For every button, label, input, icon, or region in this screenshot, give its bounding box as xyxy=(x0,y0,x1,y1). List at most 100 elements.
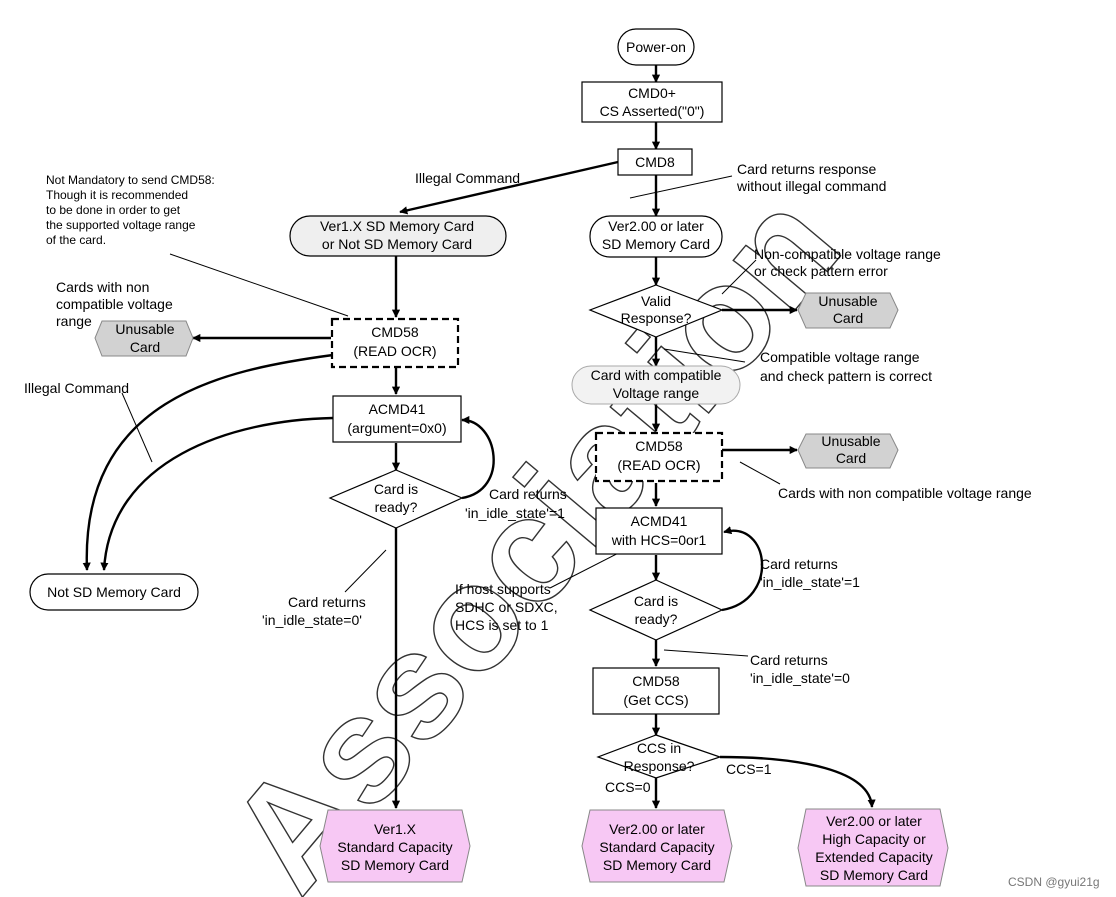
illegal-command-left-label: Illegal Command xyxy=(24,380,129,396)
ver2-sc-line-2: Standard Capacity xyxy=(599,839,714,855)
card-returns-response-line-2: without illegal command xyxy=(736,178,886,194)
ver2-sc-line-3: SD Memory Card xyxy=(603,857,711,873)
ver1x-card-line-1: Ver1.X SD Memory Card xyxy=(320,218,474,234)
idle-0-left-line-1: Card returns xyxy=(288,594,366,610)
idle-1-left-line-1: Card returns xyxy=(489,486,567,502)
ver2-hc-line-3: Extended Capacity xyxy=(815,849,933,865)
cards-non-compat-left-line-1: Cards with non xyxy=(56,279,149,295)
unusable-left-line-1: Unusable xyxy=(115,321,174,337)
idle-1-right-note: Card returns 'in_idle_state'=1 xyxy=(760,556,860,590)
valid-response-line-2: Response? xyxy=(621,310,692,326)
card-returns-response-line-1: Card returns response xyxy=(737,161,877,177)
not-mandatory-line-5: of the card. xyxy=(46,233,106,247)
cmd58-ccs-line-2: (Get CCS) xyxy=(623,692,688,708)
cmd58-right-line-2: (READ OCR) xyxy=(617,457,700,473)
cards-non-compat-left-note: Cards with non compatible voltage range xyxy=(56,279,173,329)
idle-0-right-line-2: 'in_idle_state'=0 xyxy=(750,670,850,686)
card-returns-response-note: Card returns response without illegal co… xyxy=(736,161,886,194)
idle-0-right-line-1: Card returns xyxy=(750,652,828,668)
unusable-card-2: Unusable Card xyxy=(797,433,899,469)
ver1x-card-line-2: or Not SD Memory Card xyxy=(322,236,472,252)
ccs-response-line-1: CCS in xyxy=(637,740,681,756)
cmd8-node: CMD8 xyxy=(617,148,693,176)
ver1x-sc-line-3: SD Memory Card xyxy=(341,857,449,873)
ver2-hc-line-2: High Capacity or xyxy=(822,831,926,847)
cards-non-compat-right-label: Cards with non compatible voltage range xyxy=(778,485,1032,501)
ver2-sc-line-1: Ver2.00 or later xyxy=(609,821,705,837)
acmd41-left-line-1: ACMD41 xyxy=(369,401,426,417)
cmd58-ccs-node: CMD58 (Get CCS) xyxy=(592,667,720,715)
cmd0-line-2: CS Asserted("0") xyxy=(600,103,705,119)
idle-1-right-line-2: 'in_idle_state'=1 xyxy=(760,574,860,590)
ready-right-line-1: Card is xyxy=(634,593,678,609)
unusable-card-1: Unusable Card xyxy=(797,292,899,329)
not-mandatory-line-4: the supported voltage range xyxy=(46,218,196,232)
cmd0-line-1: CMD0+ xyxy=(628,85,676,101)
compatible-correct-line-2: and check pattern is correct xyxy=(760,368,932,384)
idle-0-right-note: Card returns 'in_idle_state'=0 xyxy=(750,652,850,686)
cards-non-compat-left-line-3: range xyxy=(56,313,92,329)
power-on-node: Power-on xyxy=(617,28,695,66)
cmd58-left-node: CMD58 (READ OCR) xyxy=(330,317,460,369)
ver2-hc-line-4: SD Memory Card xyxy=(820,867,928,883)
acmd41-right-line-1: ACMD41 xyxy=(631,513,688,529)
ready-left-line-1: Card is xyxy=(374,481,418,497)
ver1x-card-node: Ver1.X SD Memory Card or Not SD Memory C… xyxy=(289,215,507,257)
host-supports-note: If host supports SDHC or SDXC, HCS is se… xyxy=(455,581,558,633)
ver1x-sc-line-2: Standard Capacity xyxy=(337,839,452,855)
valid-response-line-1: Valid xyxy=(641,293,671,309)
non-compatible-line-1: Non-compatible voltage range xyxy=(754,246,941,262)
cmd58-left-line-1: CMD58 xyxy=(371,324,419,340)
ccs-1-label: CCS=1 xyxy=(726,761,772,777)
ccs-response-decision: CCS in Response? xyxy=(596,734,722,779)
ver2-hc-result: Ver2.00 or later High Capacity or Extend… xyxy=(797,808,949,887)
cmd58-left-line-2: (READ OCR) xyxy=(353,343,436,359)
cmd58-right-line-1: CMD58 xyxy=(635,438,683,454)
unusable-2-line-2: Card xyxy=(836,450,866,466)
illegal-command-top-label: Illegal Command xyxy=(415,170,520,186)
ver1x-sc-line-1: Ver1.X xyxy=(374,821,417,837)
ccs-response-line-2: Response? xyxy=(624,758,695,774)
ver2-card-node: Ver2.00 or later SD Memory Card xyxy=(589,215,723,258)
ver1x-sc-result: Ver1.X Standard Capacity SD Memory Card xyxy=(319,809,471,883)
idle-1-left-note: Card returns 'in_idle_state'=1 xyxy=(465,486,567,521)
flow-lines xyxy=(82,65,876,809)
cmd8-label: CMD8 xyxy=(635,154,675,170)
ready-right-decision: Card is ready? xyxy=(588,579,724,641)
acmd41-left-node: ACMD41 (argument=0x0) xyxy=(332,395,462,443)
power-on-label: Power-on xyxy=(626,39,686,55)
acmd41-right-node: ACMD41 with HCS=0or1 xyxy=(595,507,723,555)
idle-0-left-line-2: 'in_idle_state=0' xyxy=(262,612,362,628)
not-mandatory-line-2: Though it is recommended xyxy=(46,188,188,202)
cmd58-right-node: CMD58 (READ OCR) xyxy=(594,431,724,483)
host-supports-line-2: SDHC or SDXC, xyxy=(455,599,558,615)
unusable-1-line-1: Unusable xyxy=(818,293,877,309)
cards-non-compat-left-line-2: compatible voltage xyxy=(56,296,173,312)
compatible-correct-line-1: Compatible voltage range xyxy=(760,349,920,365)
ready-right-line-2: ready? xyxy=(635,611,678,627)
non-compatible-line-2: or check pattern error xyxy=(754,263,888,279)
annotations: Not Mandatory to send CMD58: Though it i… xyxy=(24,161,1032,795)
compatible-correct-note: Compatible voltage range and check patte… xyxy=(760,349,932,384)
ver2-hc-line-1: Ver2.00 or later xyxy=(826,813,922,829)
host-supports-line-1: If host supports xyxy=(455,581,551,597)
not-mandatory-note: Not Mandatory to send CMD58: Though it i… xyxy=(46,173,215,247)
ready-left-line-2: ready? xyxy=(375,499,418,515)
unusable-2-line-1: Unusable xyxy=(821,433,880,449)
cmd0-node: CMD0+ CS Asserted("0") xyxy=(581,81,723,123)
unusable-card-left: Unusable Card xyxy=(94,320,194,357)
idle-1-right-line-1: Card returns xyxy=(760,556,838,572)
idle-1-left-line-2: 'in_idle_state'=1 xyxy=(465,505,565,521)
ready-left-decision: Card is ready? xyxy=(328,469,464,529)
compatible-voltage-line-1: Card with compatible xyxy=(591,367,722,383)
unusable-left-line-2: Card xyxy=(130,339,160,355)
ver2-sc-result: Ver2.00 or later Standard Capacity SD Me… xyxy=(581,809,733,883)
cmd58-ccs-line-1: CMD58 xyxy=(632,673,680,689)
valid-response-decision: Valid Response? xyxy=(588,284,724,338)
credit-text: CSDN @gyui21g xyxy=(1008,875,1100,889)
non-compatible-note: Non-compatible voltage range or check pa… xyxy=(754,246,941,279)
not-sd-label: Not SD Memory Card xyxy=(47,584,181,600)
host-supports-line-3: HCS is set to 1 xyxy=(455,617,549,633)
not-sd-card-node: Not SD Memory Card xyxy=(29,573,199,611)
